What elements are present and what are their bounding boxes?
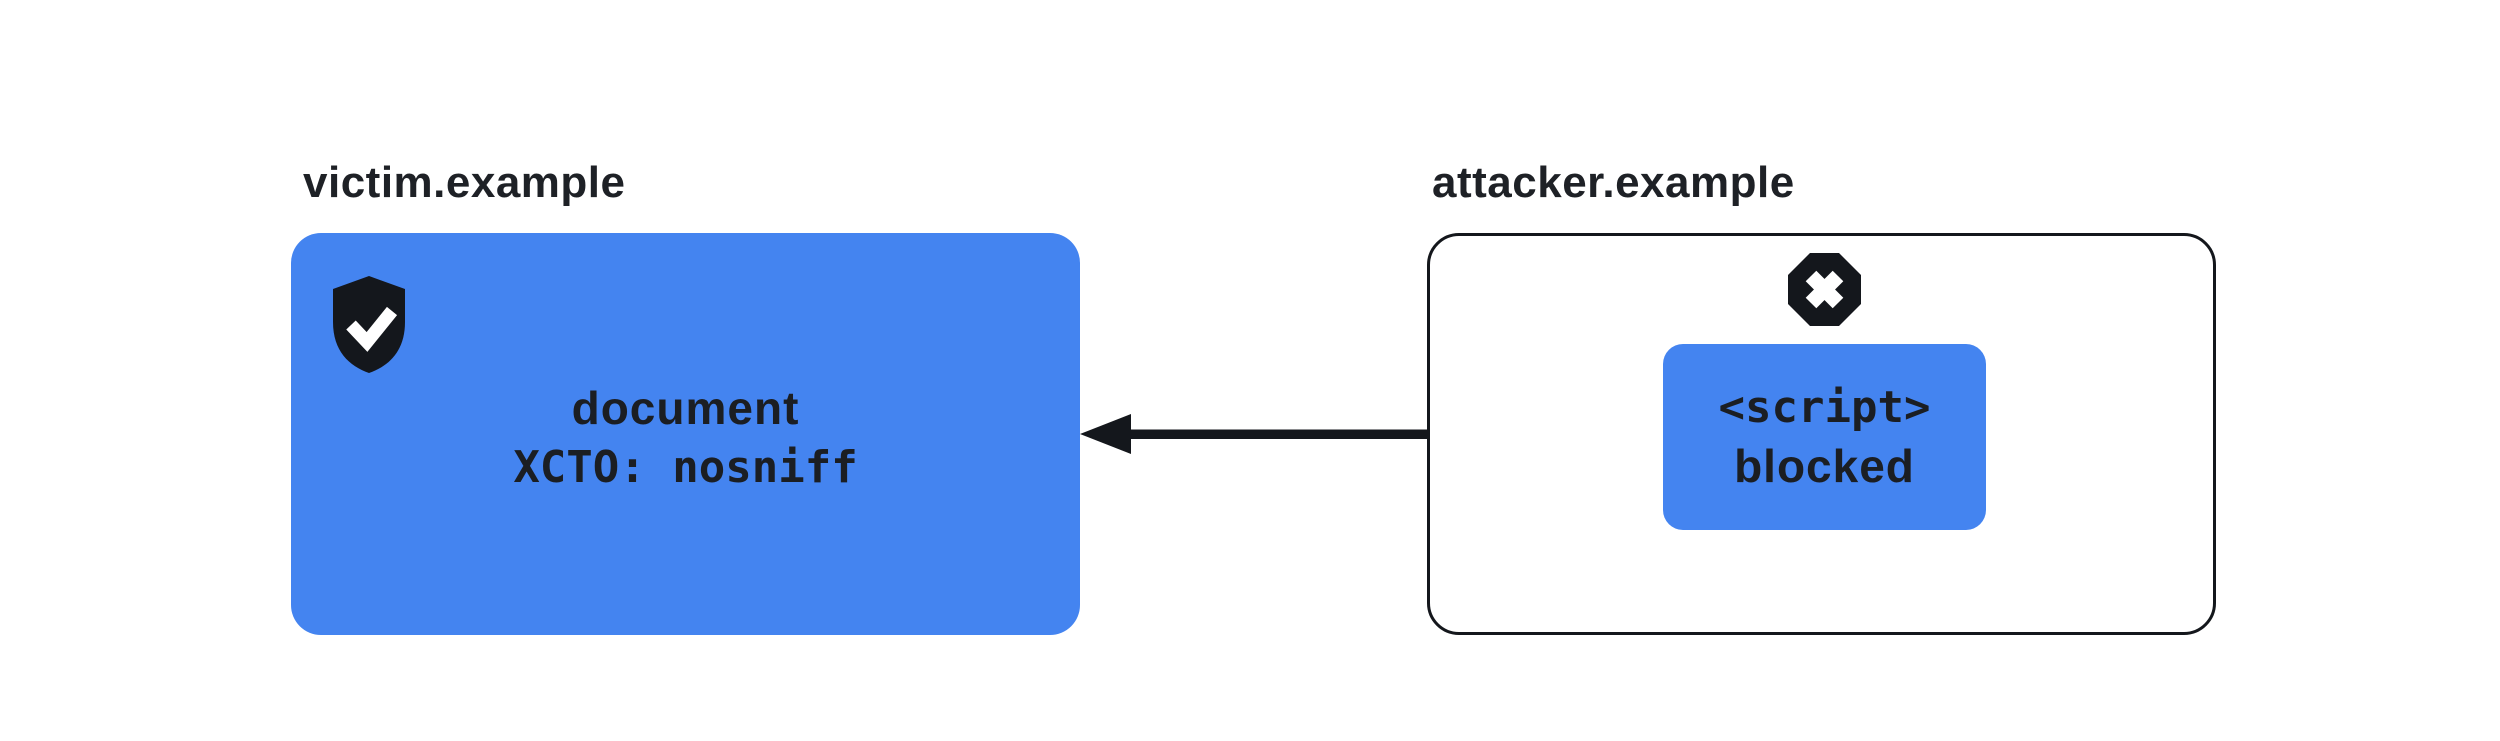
script-node-tag: <script> — [1718, 382, 1931, 433]
victim-node-header-value: XCTO: nosniff — [513, 442, 858, 493]
victim-document-node: document XCTO: nosniff — [291, 233, 1080, 635]
blocked-octagon-icon — [1786, 251, 1863, 328]
attacker-domain-label: attacker.example — [1432, 158, 1795, 207]
victim-domain-label: victim.example — [303, 158, 626, 207]
shield-check-icon — [331, 273, 407, 375]
script-node-status: blocked — [1734, 440, 1915, 492]
victim-node-title: document — [571, 382, 800, 434]
script-blocked-node: <script> blocked — [1663, 344, 1986, 530]
victim-node-text: document XCTO: nosniff — [513, 379, 857, 497]
blocked-request-arrow — [1080, 414, 1662, 454]
attacker-origin-box: <script> blocked — [1427, 233, 2216, 635]
